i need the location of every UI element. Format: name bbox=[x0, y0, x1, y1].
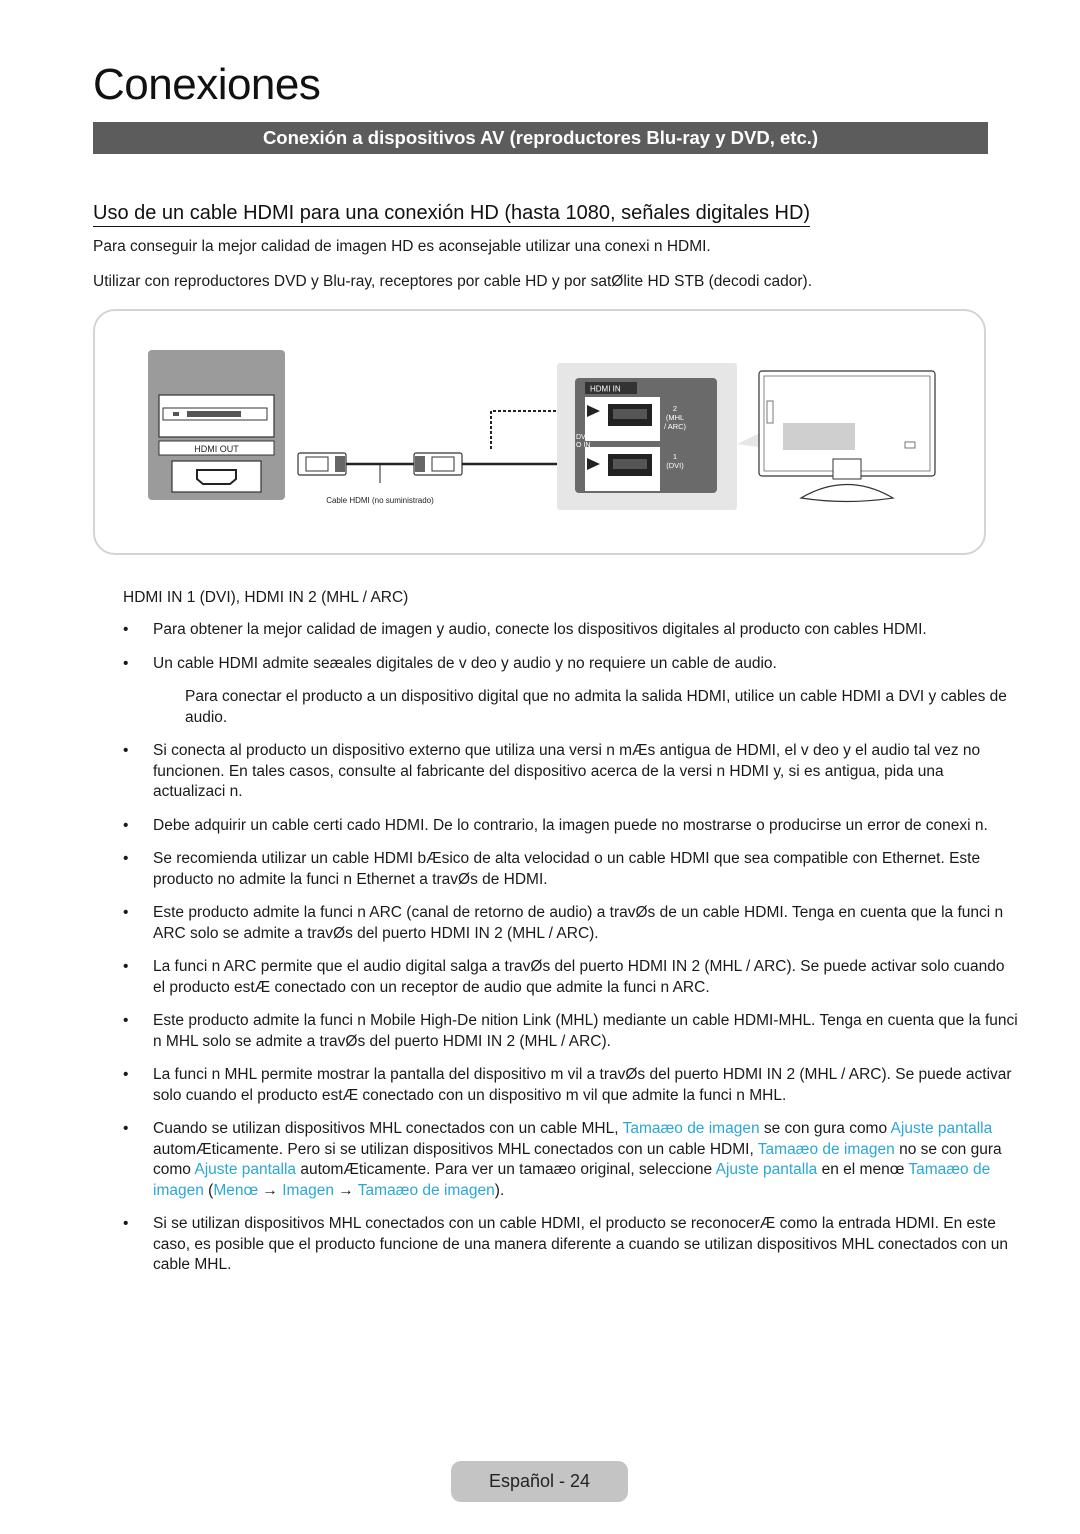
sub-note: Para conectar el producto a un dispositi… bbox=[185, 688, 1007, 726]
hdmi-in-header: HDMI IN bbox=[590, 385, 621, 394]
list-item: •La funci n MHL permite mostrar la panta… bbox=[123, 1066, 1012, 1104]
hdmi-out-port-icon bbox=[171, 460, 262, 493]
list-item: •Si conecta al producto un dispositivo e… bbox=[123, 742, 981, 800]
link-tamano-imagen[interactable]: Tamaæo de imagen bbox=[757, 1140, 895, 1158]
intro-paragraph-2: Utilizar con reproductores DVD y Blu-ray… bbox=[93, 273, 813, 290]
bullet-icon: • bbox=[123, 621, 129, 638]
link-tamano-imagen[interactable]: Tamaæo de imagen bbox=[357, 1181, 495, 1199]
bullet-icon: • bbox=[123, 904, 129, 921]
link-tamano-imagen[interactable]: Tamaæo de imagen bbox=[153, 1161, 991, 1199]
port1-dvi: (DVI) bbox=[666, 461, 684, 470]
link-ajuste-pantalla[interactable]: Ajuste pantalla bbox=[194, 1161, 297, 1178]
subtitle: Uso de un cable HDMI para una conexión H… bbox=[93, 202, 811, 227]
link-tamano-imagen[interactable]: Tamaæo de imagen bbox=[622, 1120, 760, 1137]
port2-number: 2 bbox=[673, 404, 677, 413]
list-item: •Se recomienda utilizar un cable HDMI bÆ… bbox=[123, 850, 981, 888]
list-item: •Debe adquirir un cable certi cado HDMI.… bbox=[123, 816, 1018, 837]
list-item: •La funci n ARC permite que el audio dig… bbox=[123, 958, 1005, 996]
dvi-side-label-2: O IN bbox=[576, 442, 590, 449]
bullet-icon: • bbox=[123, 816, 129, 834]
link-menu[interactable]: Menœ bbox=[213, 1181, 259, 1199]
cable-label: Cable HDMI (no suministrado) bbox=[326, 496, 434, 505]
list-item: •Un cable HDMI admite seæales digitales … bbox=[123, 654, 1018, 675]
bullet-icon: • bbox=[123, 654, 129, 672]
list-item: •Cuando se utilizan dispositivos MHL con… bbox=[123, 1120, 1002, 1199]
dvi-side-label-1: DVI bbox=[576, 434, 588, 441]
bullet-icon: • bbox=[123, 742, 129, 759]
link-ajuste-pantalla[interactable]: Ajuste pantalla bbox=[890, 1120, 993, 1137]
list-item: •Si se utilizan dispositivos MHL conecta… bbox=[123, 1215, 1009, 1273]
list-item: •Para obtener la mejor calidad de imagen… bbox=[123, 620, 1018, 641]
link-imagen[interactable]: Imagen bbox=[282, 1181, 334, 1199]
notes-list: •Para obtener la mejor calidad de imagen… bbox=[123, 620, 1018, 1289]
connection-diagram-illustration: HDMI OUT Cable HDMI (no suministrado) HD… bbox=[148, 350, 936, 510]
list-item: •Este producto admite la funci n Mobile … bbox=[123, 1012, 1018, 1050]
hdmi-in-header-box bbox=[585, 382, 637, 394]
page-number: Español - 24 bbox=[488, 1471, 591, 1491]
arrow-to-port2-icon bbox=[587, 405, 600, 417]
ports-heading: HDMI IN 1 (DVI), HDMI IN 2 (MHL / ARC) bbox=[123, 589, 409, 606]
page-number-badge: Español - 24 bbox=[451, 1461, 628, 1502]
arrow-to-port1-icon bbox=[587, 458, 600, 470]
port2-arc: / ARC) bbox=[664, 422, 687, 431]
bullet-icon: • bbox=[123, 1066, 129, 1083]
intro-paragraph-1: Para conseguir la mejor calidad de image… bbox=[93, 238, 711, 255]
bullet-icon: • bbox=[123, 1120, 129, 1137]
alt-connection-dashed-line bbox=[490, 410, 587, 449]
bullet-icon: • bbox=[123, 1012, 129, 1029]
port2-mhl: (MHL bbox=[666, 413, 684, 422]
hdmi-out-label-box bbox=[158, 440, 275, 456]
list-item: •Este producto admite la funci n ARC (ca… bbox=[123, 904, 1004, 942]
page-title: Conexiones bbox=[93, 60, 321, 109]
bullet-icon: • bbox=[123, 850, 129, 867]
link-ajuste-pantalla[interactable]: Ajuste pantalla bbox=[715, 1161, 818, 1178]
tv-stand-icon bbox=[799, 484, 895, 503]
section-title: Conexión a dispositivos AV (reproductore… bbox=[262, 127, 819, 148]
port1-number: 1 bbox=[673, 452, 677, 461]
section-header: Conexión a dispositivos AV (reproductore… bbox=[93, 122, 988, 154]
hdmi-out-label: HDMI OUT bbox=[194, 444, 239, 454]
connection-diagram: HDMI OUT Cable HDMI (no suministrado) HD… bbox=[93, 309, 986, 555]
bullet-icon: • bbox=[123, 1215, 129, 1232]
bullet-icon: • bbox=[123, 958, 129, 975]
